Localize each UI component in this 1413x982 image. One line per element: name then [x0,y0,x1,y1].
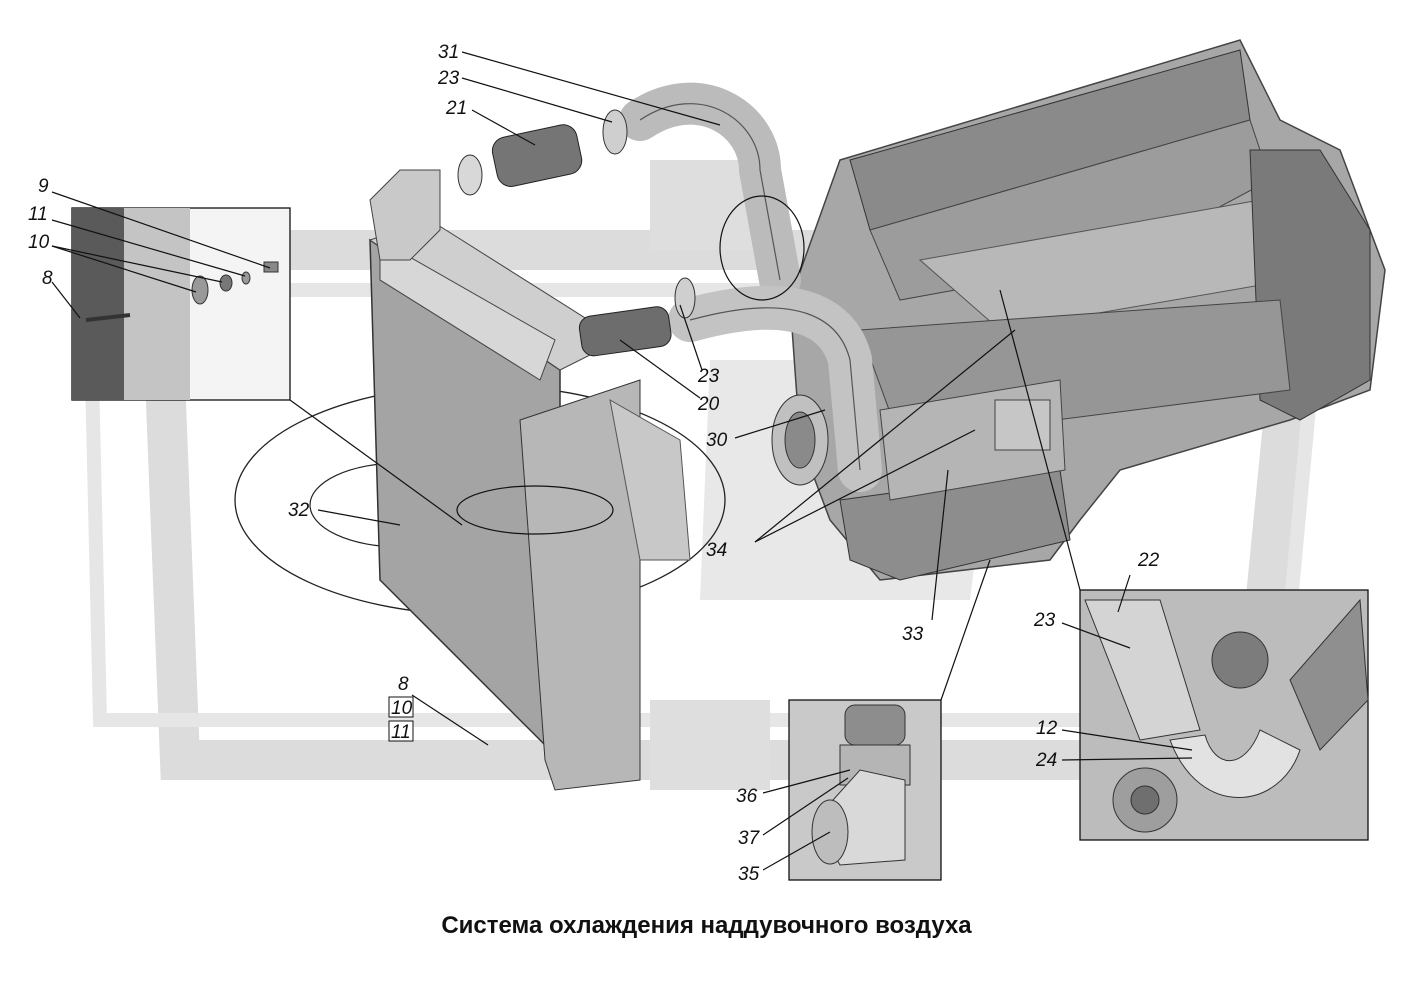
callout-32: 32 [288,500,310,521]
callout-34: 34 [706,540,727,561]
callout-37: 37 [738,828,761,849]
callout-labels: 31 23 21 9 11 10 8 23 20 30 32 34 33 22 … [28,42,1160,885]
inset-detail-bottom [788,699,942,881]
callout-23-top: 23 [437,68,460,89]
callout-9: 9 [38,176,49,197]
diagram-caption: Система охлаждения наддувочного воздуха [441,912,972,939]
callout-36: 36 [736,786,758,807]
callout-11-bottom: 11 [391,722,411,743]
callout-10-bottom: 10 [391,698,413,719]
callout-23-mid: 23 [697,366,720,387]
engine-block [789,39,1386,581]
callout-11-left: 11 [28,204,48,225]
inset-detail-right [1079,589,1369,841]
leader-lines [51,51,1193,871]
callout-8-bottom: 8 [398,674,409,695]
callout-21: 21 [445,98,467,119]
intercooler [368,169,691,791]
callout-24: 24 [1035,750,1057,771]
callout-10-left: 10 [28,232,50,253]
callout-30: 30 [706,430,728,451]
callout-33: 33 [902,624,924,645]
callout-22: 22 [1137,550,1160,571]
callout-20: 20 [697,394,720,415]
callout-31: 31 [438,42,459,63]
callout-8-left: 8 [42,268,53,289]
callout-35: 35 [738,864,760,885]
callout-12: 12 [1036,718,1058,739]
inset-detail-left [71,207,291,401]
callout-23-right: 23 [1033,610,1056,631]
